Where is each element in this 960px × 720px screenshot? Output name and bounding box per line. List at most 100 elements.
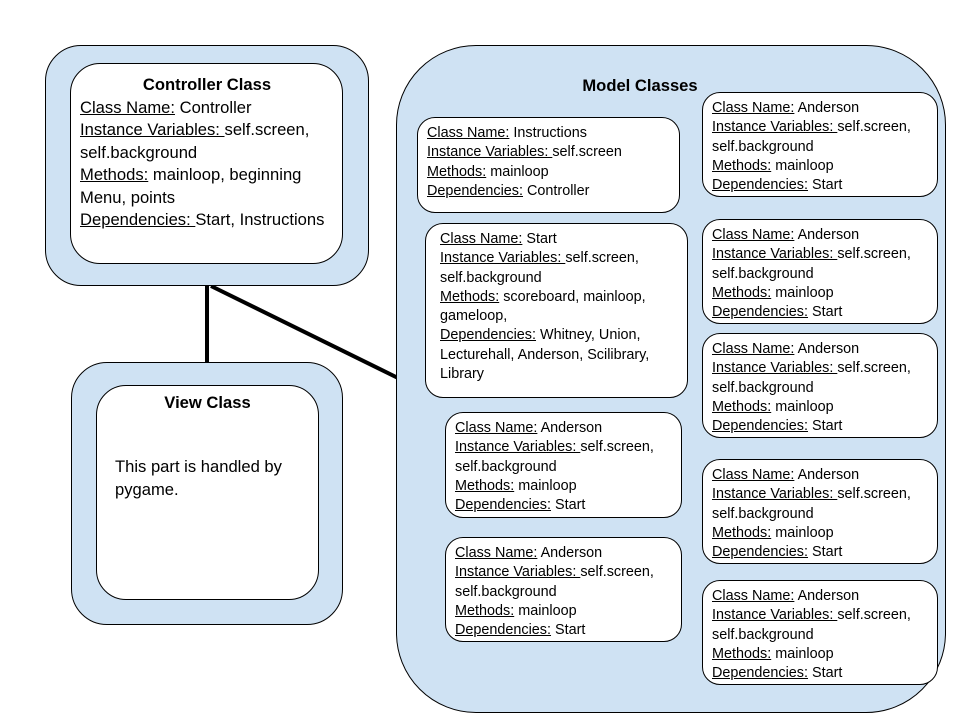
- dependencies-line: Dependencies: Start: [455, 621, 672, 640]
- instance-variables-label: Instance Variables:: [455, 439, 581, 456]
- class-name-line: Class Name: Instructions: [427, 124, 670, 143]
- view-class-card: View Class This part is handled by pygam…: [96, 385, 319, 600]
- dependencies-value: Start, Instructions: [195, 210, 325, 229]
- class-name-value: Anderson: [794, 341, 860, 357]
- instance-variables-label: Instance Variables:: [712, 360, 838, 377]
- dependencies-label: Dependencies:: [455, 497, 552, 514]
- methods-label: Methods:: [455, 602, 515, 619]
- methods-value: scoreboard, mainloop, gameloop,: [440, 288, 650, 325]
- dependencies-line: Dependencies: Whitney, Union, Lecturehal…: [440, 326, 678, 384]
- methods-value: mainloop: [771, 398, 834, 415]
- dependencies-value: Start: [808, 544, 843, 561]
- instance-variables-line: Instance Variables: self.screen, self.ba…: [712, 606, 928, 645]
- dependencies-value: Whitney, Union, Lecturehall, Anderson, S…: [440, 327, 654, 383]
- view-class-title: View Class: [164, 393, 251, 412]
- class-name-value: Anderson: [794, 100, 860, 116]
- methods-label: Methods:: [712, 284, 772, 301]
- dependencies-line: Dependencies: Start: [455, 496, 672, 515]
- model-class-card: Class Name: Instructions Instance Variab…: [417, 117, 680, 213]
- methods-value: mainloop, beginning Menu, points: [80, 165, 307, 207]
- class-name-value: Anderson: [794, 467, 860, 483]
- methods-label: Methods:: [80, 165, 149, 184]
- dependencies-line: Dependencies: Controller: [427, 182, 670, 201]
- dependencies-line: Dependencies: Start: [712, 417, 928, 436]
- methods-label: Methods:: [712, 398, 772, 415]
- model-class-card: Class Name: Anderson Instance Variables:…: [702, 333, 938, 438]
- instance-variables-value: self.screen, self.background: [712, 486, 915, 522]
- class-name-value: Anderson: [794, 588, 860, 604]
- instance-variables-line: Instance Variables: self.screen, self.ba…: [712, 359, 928, 398]
- controller-instance-variables: Instance Variables: self.screen, self.ba…: [80, 119, 334, 164]
- instance-variables-label: Instance Variables:: [440, 250, 566, 267]
- dependencies-label: Dependencies:: [440, 327, 537, 344]
- instance-variables-label: Instance Variables:: [712, 119, 838, 136]
- methods-line: Methods: mainloop: [712, 284, 928, 303]
- class-name-label: Class Name:: [427, 125, 510, 141]
- dependencies-value: Start: [551, 622, 586, 639]
- class-name-value: Anderson: [794, 227, 860, 243]
- model-class-card: Class Name: Anderson Instance Variables:…: [445, 537, 682, 642]
- methods-label: Methods:: [712, 524, 772, 541]
- dependencies-line: Dependencies: Start: [712, 543, 928, 562]
- class-name-value: Controller: [174, 97, 252, 117]
- class-name-line: Class Name: Anderson: [712, 226, 928, 245]
- instance-variables-line: Instance Variables: self.screen, self.ba…: [440, 249, 678, 288]
- methods-value: mainloop: [771, 284, 834, 301]
- methods-value: mainloop: [514, 477, 577, 494]
- instance-variables-label: Instance Variables:: [427, 144, 553, 161]
- instance-variables-value: self.screen: [552, 144, 622, 161]
- methods-value: mainloop: [771, 157, 834, 174]
- methods-line: Methods: mainloop: [455, 477, 672, 496]
- instance-variables-line: Instance Variables: self.screen, self.ba…: [712, 118, 928, 157]
- dependencies-label: Dependencies:: [427, 182, 524, 199]
- instance-variables-label: Instance Variables:: [80, 120, 225, 139]
- instance-variables-label: Instance Variables:: [712, 486, 838, 503]
- class-name-line: Class Name: Anderson: [712, 466, 928, 485]
- methods-line: Methods: mainloop: [712, 524, 928, 543]
- methods-line: Methods: mainloop: [712, 157, 928, 176]
- view-class-body: This part is handled by pygame.: [115, 457, 282, 499]
- class-name-value: Anderson: [537, 420, 603, 436]
- class-name-label: Class Name:: [455, 545, 538, 561]
- instance-variables-line: Instance Variables: self.screen, self.ba…: [712, 485, 928, 524]
- model-class-card: Class Name: Anderson Instance Variables:…: [702, 92, 938, 197]
- model-classes-title: Model Classes: [582, 76, 698, 95]
- methods-value: mainloop: [771, 524, 834, 541]
- class-name-value: Anderson: [537, 545, 603, 561]
- controller-class-name: Class Name: Controller: [80, 97, 334, 120]
- model-class-card: Class Name: Anderson Instance Variables:…: [445, 412, 682, 518]
- instance-variables-value: self.screen, self.background: [712, 119, 915, 155]
- class-name-label: Class Name:: [440, 231, 523, 247]
- instance-variables-line: Instance Variables: self.screen, self.ba…: [712, 245, 928, 284]
- controller-class-card: Controller Class Class Name: Controller …: [70, 63, 343, 264]
- class-name-line: Class Name: Anderson: [712, 587, 928, 606]
- class-name-label: Class Name:: [712, 588, 795, 604]
- instance-variables-value: self.screen, self.background: [80, 120, 314, 162]
- controller-dependencies: Dependencies: Start, Instructions: [80, 209, 334, 232]
- methods-line: Methods: scoreboard, mainloop, gameloop,: [440, 288, 678, 327]
- class-name-value: Start: [522, 231, 557, 247]
- dependencies-label: Dependencies:: [712, 544, 809, 561]
- dependencies-value: Start: [808, 418, 843, 435]
- dependencies-line: Dependencies: Start: [712, 176, 928, 195]
- instance-variables-line: Instance Variables: self.screen: [427, 143, 670, 162]
- instance-variables-value: self.screen, self.background: [455, 439, 658, 475]
- instance-variables-label: Instance Variables:: [712, 246, 838, 263]
- class-name-label: Class Name:: [455, 420, 538, 436]
- methods-value: mainloop: [771, 645, 834, 662]
- controller-model-connector: [210, 284, 399, 380]
- instance-variables-value: self.screen, self.background: [455, 564, 658, 600]
- dependencies-value: Start: [808, 304, 843, 321]
- methods-label: Methods:: [712, 157, 772, 174]
- class-name-label: Class Name:: [712, 467, 795, 483]
- methods-line: Methods: mainloop: [427, 163, 670, 182]
- methods-value: mainloop: [514, 602, 577, 619]
- class-name-value: Instructions: [509, 125, 587, 141]
- controller-class-title: Controller Class: [142, 75, 272, 94]
- dependencies-label: Dependencies:: [712, 665, 809, 682]
- model-class-card: Class Name: Anderson Instance Variables:…: [702, 219, 938, 324]
- class-name-line: Class Name: Start: [440, 230, 678, 249]
- model-class-card: Class Name: Start Instance Variables: se…: [425, 223, 688, 398]
- methods-line: Methods: mainloop: [455, 602, 672, 621]
